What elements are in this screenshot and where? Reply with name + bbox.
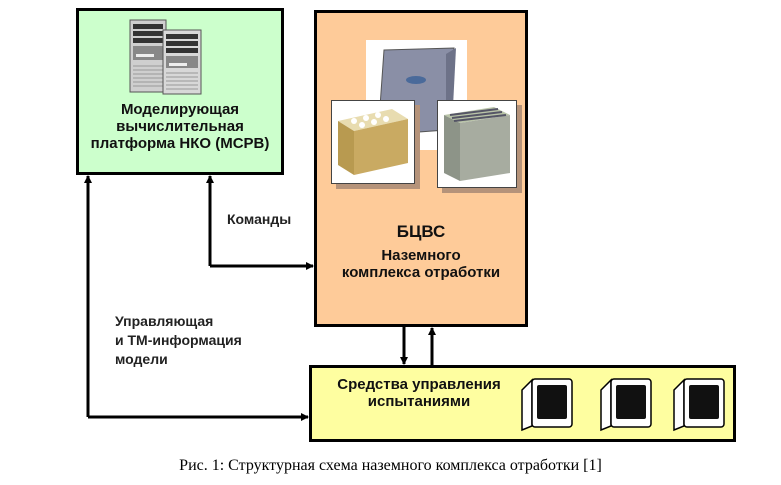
hardware-photo-left [331,100,415,184]
label-line: вычислительная [116,118,244,135]
onboard-computer-title: БЦВС [396,222,446,241]
test-control-label: Средства управления испытаниями [314,376,524,410]
monitor-icon [673,378,725,432]
label-line: испытаниями [367,393,471,410]
label-line: модели [115,351,168,367]
label-line: Средства управления [337,376,501,393]
modeling-platform-block: Моделирующая вычислительная платформа НК… [76,8,284,175]
monitor-icon [521,378,573,432]
hardware-unit-grey-icon [444,107,510,181]
label-line: и ТМ-информация [115,332,242,348]
onboard-computer-subtitle: Наземного комплекса отработки [317,247,525,281]
hardware-photo-right [437,100,517,188]
commands-label: Команды [227,211,292,227]
label-line: Моделирующая [120,101,240,118]
control-info-label: Управляющая и ТМ-информация модели [115,312,242,369]
onboard-computer-block: БЦВС Наземного комплекса отработки [314,10,528,327]
label-line: платформа НКО (МСРВ) [90,135,270,152]
label-line: Наземного [381,247,461,264]
hardware-unit-gold-icon [338,109,408,175]
label-line: комплекса отработки [341,264,501,281]
modeling-platform-label: Моделирующая вычислительная платформа НК… [79,101,281,152]
monitor-icon [600,378,652,432]
test-control-block: Средства управления испытаниями [309,365,736,442]
figure-caption: Рис. 1: Структурная схема наземного комп… [179,457,602,474]
label-line: Управляющая [115,313,214,329]
server-towers-icon [129,19,202,95]
